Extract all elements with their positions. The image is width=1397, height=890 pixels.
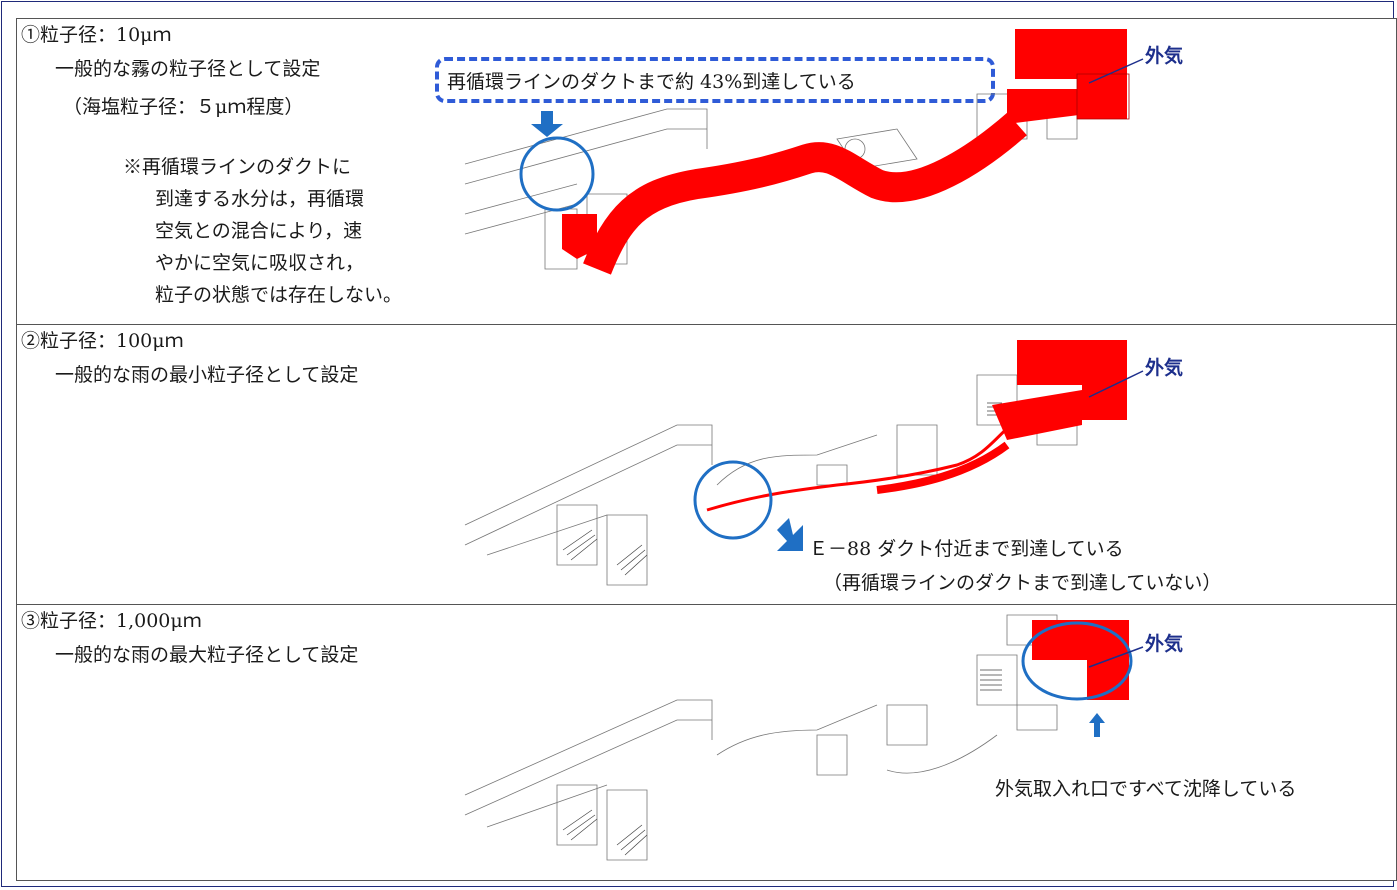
duct-diagram-1000um bbox=[464, 614, 1144, 861]
panel-description: 一般的な雨の最小粒子径として設定 bbox=[55, 364, 359, 386]
diffuser-hatching bbox=[562, 402, 1002, 576]
callout-text-sub: （再循環ラインのダクトまで到達していない） bbox=[823, 572, 1222, 594]
highlight-circle bbox=[693, 460, 773, 540]
callout-text: 外気取入れ口ですべて沈降している bbox=[995, 778, 1297, 800]
particle-stream-red bbox=[706, 340, 1127, 512]
panel-title: ①粒子径：10μｍ bbox=[21, 24, 172, 46]
outside-air-pointer bbox=[1088, 370, 1144, 398]
duct-diagram-10um bbox=[464, 29, 1144, 275]
outside-air-label: 外気 bbox=[1145, 45, 1184, 67]
note-line: やかに空気に吸収され， bbox=[155, 252, 365, 274]
highlight-circle bbox=[519, 136, 595, 212]
panel-description: 一般的な雨の最大粒子径として設定 bbox=[55, 644, 359, 666]
callout-text: Ｅ－88 ダクト付近まで到達している bbox=[809, 538, 1124, 560]
note-text: ※再循環ラインのダクトに 到達する水分は，再循環 空気との混合により，速 やかに… bbox=[123, 151, 402, 311]
panel-description: 一般的な霧の粒子径として設定 bbox=[55, 58, 321, 80]
outside-air-pointer bbox=[1088, 58, 1144, 84]
panel-100um: ②粒子径：100μｍ 一般的な雨の最小粒子径として設定 Ｅ－88 ダクト付近まで… bbox=[16, 325, 1397, 605]
duct-diagram-100um bbox=[464, 340, 1144, 586]
highlight-circle bbox=[1021, 621, 1133, 701]
pointer-arrow-icon bbox=[777, 518, 803, 551]
note-line: 粒子の状態では存在しない。 bbox=[155, 284, 403, 306]
up-arrow-icon bbox=[1089, 713, 1105, 737]
particle-stream-red bbox=[1032, 620, 1129, 700]
outside-air-label: 外気 bbox=[1145, 357, 1184, 379]
outside-air-label: 外気 bbox=[1145, 633, 1184, 655]
diffuser-hatching bbox=[562, 669, 1002, 856]
panel-title: ③粒子径：1,000μｍ bbox=[21, 610, 202, 632]
note-line: 空気との混合により，速 bbox=[155, 220, 363, 242]
note-line: ※再循環ラインのダクトに bbox=[123, 156, 352, 178]
callout-text: 再循環ラインのダクトまで約 43%到達している bbox=[447, 71, 856, 93]
note-line: 到達する水分は，再循環 bbox=[155, 188, 365, 210]
down-arrow-icon bbox=[531, 111, 563, 137]
particle-stream-red bbox=[562, 29, 1130, 275]
outside-air-pointer bbox=[1088, 646, 1144, 668]
duct-wireframe bbox=[464, 374, 1078, 586]
panel-10um: ①粒子径：10μｍ 一般的な霧の粒子径として設定 （海塩粒子径：５μｍ程度） ※… bbox=[16, 18, 1397, 325]
panel-1000um: ③粒子径：1,000μｍ 一般的な雨の最大粒子径として設定 外気取入れ口ですべて… bbox=[16, 605, 1397, 881]
duct-wireframe bbox=[464, 614, 1058, 861]
panel-description-sub: （海塩粒子径：５μｍ程度） bbox=[63, 96, 304, 118]
callout-dashed-box bbox=[435, 57, 995, 103]
panel-title: ②粒子径：100μｍ bbox=[21, 330, 184, 352]
